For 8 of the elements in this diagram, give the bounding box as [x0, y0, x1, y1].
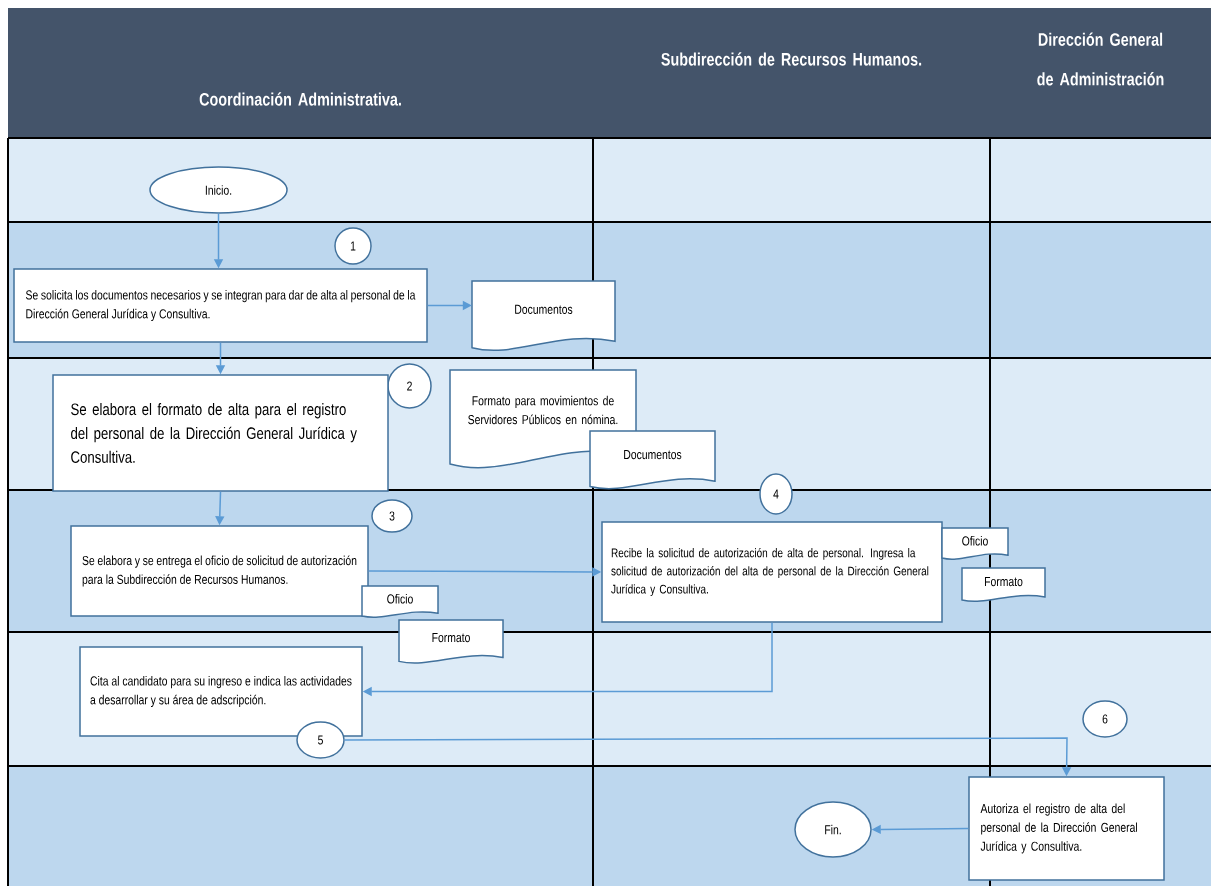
process-box: Se elabora el formato de alta para el registro del personal de la Dirección General Jurídica y Consultiva.: [52, 374, 389, 492]
process-box: Se elabora y se entrega el oficio de solicitud de autorización para la Subdirección de Recursos Humanos.: [70, 525, 369, 617]
lane-header: Coordinación Administrativa.: [199, 92, 401, 106]
lane-header: Dirección General de Administración: [1037, 32, 1164, 86]
lane-header: Subdirección de Recursos Humanos.: [661, 52, 922, 66]
process-box: Autoriza el registro de alta del personal de la Dirección General Jurídica y Consultiva.: [968, 776, 1165, 881]
process-box: Se solicita los documentos necesarios y se integran para dar de alta al personal de la Dirección General Jurídica y Consultiva.: [13, 268, 428, 343]
process-box: Recibe la solicitud de autorización de alta de personal. Ingresa la solicitud de autorización del alta de personal de la Dirección General Jurídica y Consultiva.: [601, 521, 943, 623]
